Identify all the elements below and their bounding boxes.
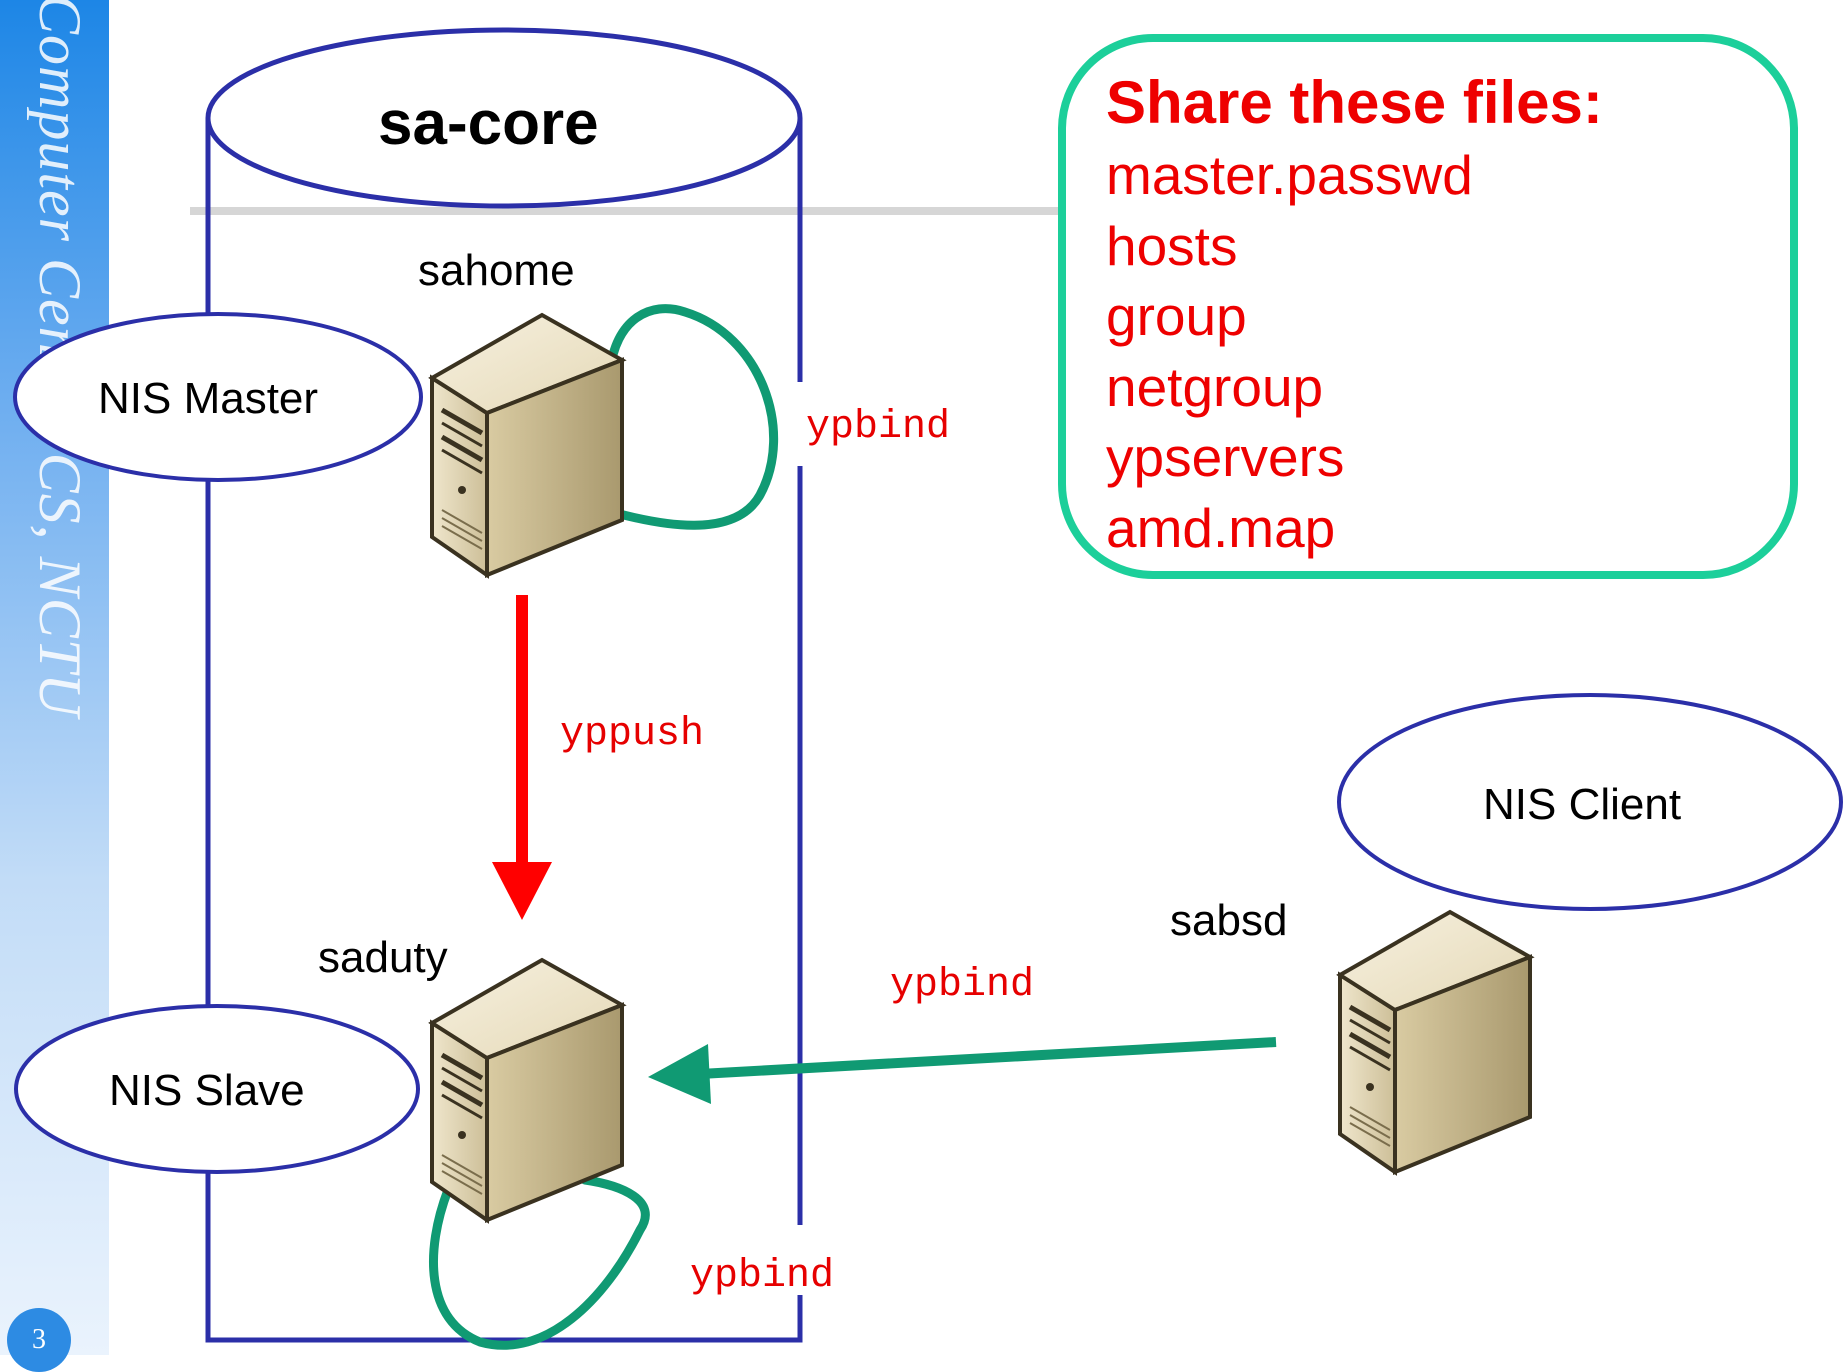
share-file-item: amd.map [1106,496,1336,559]
share-files-list: master.passwd hosts group netgroup ypser… [1106,140,1473,563]
slave-role-label: NIS Slave [109,1066,305,1115]
share-file-item: ypservers [1106,426,1345,488]
share-file-item: netgroup [1106,355,1324,418]
server-client-icon [1340,912,1530,1172]
share-file-item: master.passwd [1106,144,1473,206]
nis-slave-ellipse [14,1004,420,1174]
client-hostname: sabsd [1170,896,1288,945]
cluster-name: sa-core [378,89,599,158]
title-rule [190,207,1070,215]
master-self-loop [605,304,779,530]
master-role-label: NIS Master [98,374,319,423]
share-file-item: group [1106,285,1247,347]
slave-hostname: saduty [318,933,448,982]
share-files-box [1058,34,1798,579]
server-master-icon [432,315,622,575]
slave-ypbind-label: ypbind [690,1254,835,1299]
nis-client-ellipse [1337,693,1843,911]
master-hostname: sahome [418,246,575,295]
yppush-arrow [492,595,552,920]
client-ypbind-label: ypbind [890,963,1035,1008]
client-role-label: NIS Client [1483,780,1682,829]
share-files-title: Share these files: [1106,69,1603,136]
nis-master-ellipse [13,312,423,482]
master-ypbind-label: ypbind [806,405,951,450]
client-to-slave-arrow [648,1037,1277,1104]
slave-self-loop [429,1175,650,1350]
cluster-cylinder [205,27,803,1343]
yppush-label: yppush [560,712,705,757]
share-file-item: hosts [1106,214,1238,277]
